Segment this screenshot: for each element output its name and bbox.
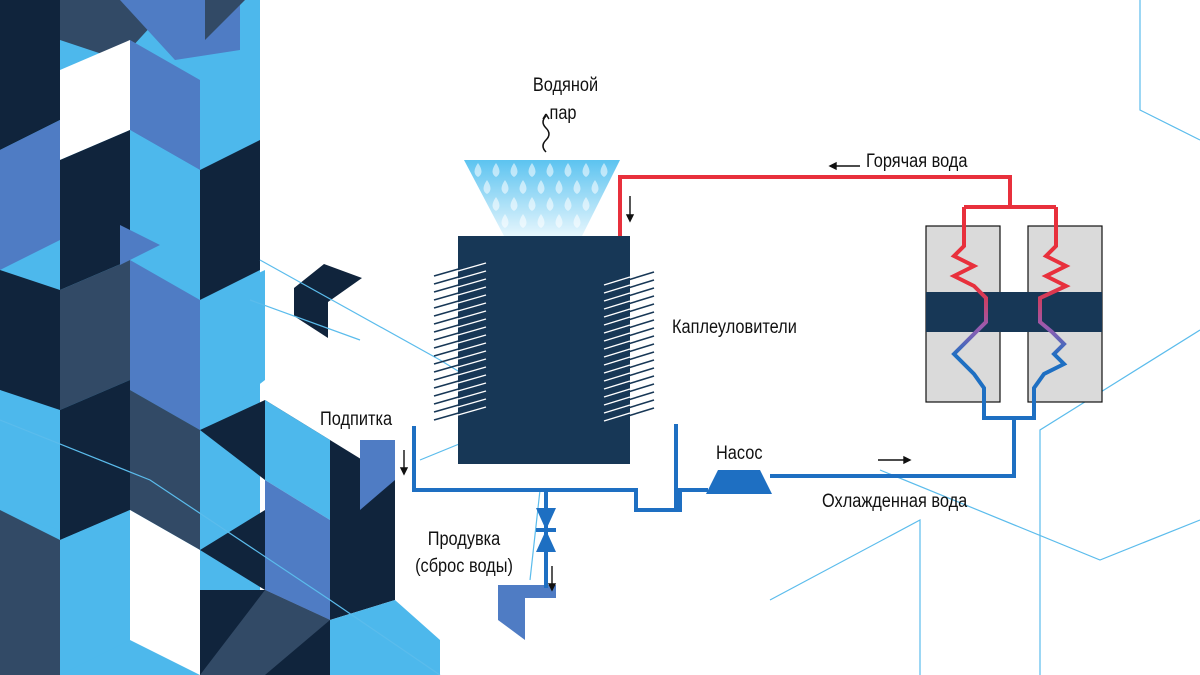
blowdown-label-line2: (сброс воды) bbox=[415, 556, 513, 577]
exchanger-band bbox=[926, 292, 1102, 332]
drift-eliminators-label: Каплеуловители bbox=[672, 317, 797, 338]
exchanger-coil-left bbox=[949, 207, 988, 414]
drift-eliminators-right-inner bbox=[603, 276, 631, 422]
flow-arrow-icon bbox=[399, 161, 912, 592]
drift-eliminators-right bbox=[627, 271, 655, 417]
drift-eliminators-left bbox=[433, 267, 463, 421]
geometric-background bbox=[0, 0, 556, 675]
cooled-water-pipe bbox=[770, 418, 1016, 478]
valve-icon bbox=[536, 508, 556, 552]
hot-water-label: Горячая вода bbox=[866, 151, 968, 172]
drift-eliminators-left-inner bbox=[457, 262, 487, 416]
blowdown-label-line1: Продувка bbox=[427, 529, 501, 550]
water-vapor-squiggle-icon bbox=[542, 115, 550, 153]
vapor-label-line2: пар bbox=[549, 103, 577, 124]
basin-pipe bbox=[412, 426, 708, 512]
tower-body bbox=[458, 236, 630, 464]
cooling-tower bbox=[433, 160, 655, 464]
makeup-label: Подпитка bbox=[320, 409, 393, 430]
vapor-label-line1: Водяной bbox=[532, 75, 599, 96]
water-droplets-icon bbox=[474, 163, 608, 228]
heat-exchanger bbox=[925, 205, 1103, 420]
pump-icon bbox=[706, 470, 772, 494]
hot-water-pipe bbox=[618, 175, 1012, 236]
exchanger-coil-right bbox=[1032, 207, 1071, 414]
vapor-funnel bbox=[464, 160, 620, 236]
cooled-water-label: Охлажденная вода bbox=[822, 491, 968, 512]
pump-label: Насос bbox=[716, 443, 763, 464]
